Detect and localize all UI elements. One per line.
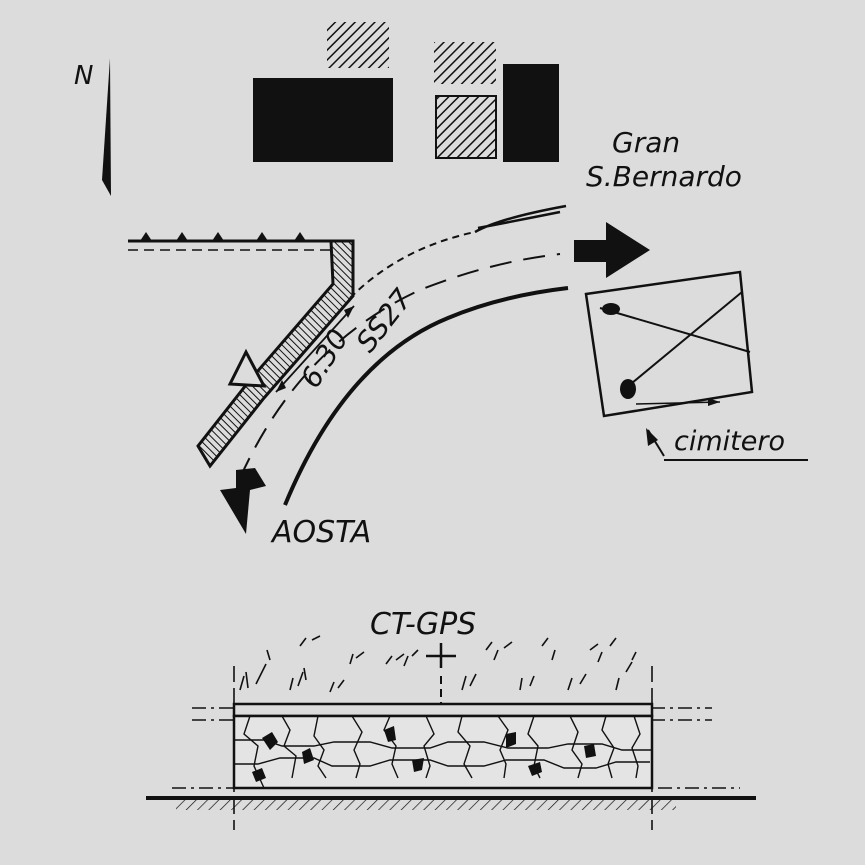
stone-pattern (234, 715, 652, 789)
cemetery: cimitero (584, 270, 808, 461)
road-name-label: SS27 (350, 283, 419, 359)
tree-icon (620, 379, 636, 399)
ground-hatch (176, 800, 676, 810)
retaining-wall (196, 239, 355, 469)
tree-icon (602, 303, 620, 315)
destination-labels: Gran S.Bernardo AOSTA (270, 126, 742, 550)
building-tall (503, 64, 559, 162)
building-hatched-small (434, 42, 496, 84)
buildings (253, 22, 559, 162)
building-large (253, 78, 393, 162)
destination-north-east: Gran S.Bernardo (586, 126, 742, 193)
boundary-fence (128, 232, 331, 251)
crosshair-icon (426, 643, 456, 712)
arrow-down-left-icon (220, 468, 266, 534)
gps-marker-section: CT-GPS (146, 607, 756, 830)
road-fork (474, 204, 567, 234)
building-hatched-square (435, 95, 497, 159)
vegetation (239, 635, 637, 693)
road-edge-south (283, 286, 569, 506)
point-marker-label: CT-GPS (370, 607, 476, 642)
road-centerline (239, 253, 561, 479)
direction-arrows (220, 222, 650, 534)
warning-triangle-icon (227, 348, 267, 388)
landmark-label: cimitero (674, 426, 785, 457)
stone-dark-fills (252, 726, 596, 782)
road-edge-north (349, 231, 476, 299)
destination-south-west: AOSTA (270, 515, 371, 550)
north-label: N (74, 61, 93, 91)
foundation-top (232, 702, 654, 718)
building-hatched-north (327, 22, 389, 68)
arrow-right-icon (574, 222, 650, 278)
north-arrow-icon (102, 58, 111, 196)
cemetery-outline (584, 270, 754, 418)
north-arrow: N (74, 58, 111, 196)
